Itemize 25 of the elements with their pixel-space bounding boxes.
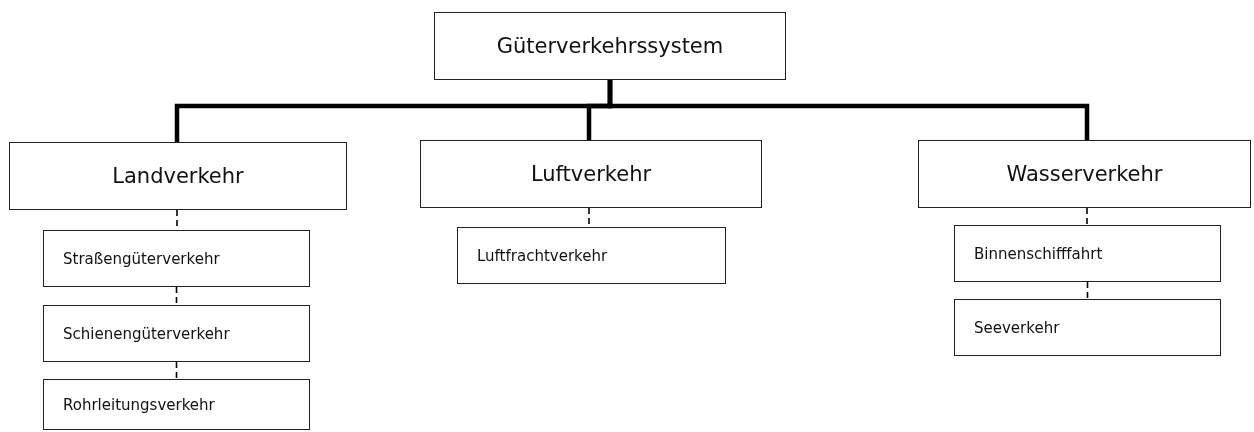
category-box xyxy=(954,299,1221,356)
category-label: Luftverkehr xyxy=(530,162,652,186)
category-box xyxy=(420,140,762,208)
category-box xyxy=(43,230,310,287)
connector-line xyxy=(1086,207,1088,226)
connector-line xyxy=(175,286,178,306)
category-box xyxy=(457,227,726,284)
connector-line xyxy=(175,361,178,380)
category-label: Binnenschifffahrt xyxy=(974,244,1103,263)
category-box xyxy=(43,305,310,362)
category-label: Straßengüterverkehr xyxy=(63,249,220,268)
connector-line xyxy=(1086,281,1089,300)
category-label: Rohrleitungsverkehr xyxy=(63,395,215,414)
category-box xyxy=(954,225,1221,282)
category-label: Güterverkehrssystem xyxy=(496,34,724,58)
category-box xyxy=(9,142,347,210)
category-box xyxy=(918,140,1251,208)
category-label: Seeverkehr xyxy=(974,318,1060,337)
category-label: Wasserverkehr xyxy=(1006,162,1163,186)
connector-line xyxy=(607,80,1090,140)
category-label: Schienengüterverkehr xyxy=(63,324,230,343)
category-box xyxy=(434,12,786,80)
category-box xyxy=(43,379,310,430)
category-label: Luftfrachtverkehr xyxy=(477,246,608,265)
category-label: Landverkehr xyxy=(112,164,244,188)
